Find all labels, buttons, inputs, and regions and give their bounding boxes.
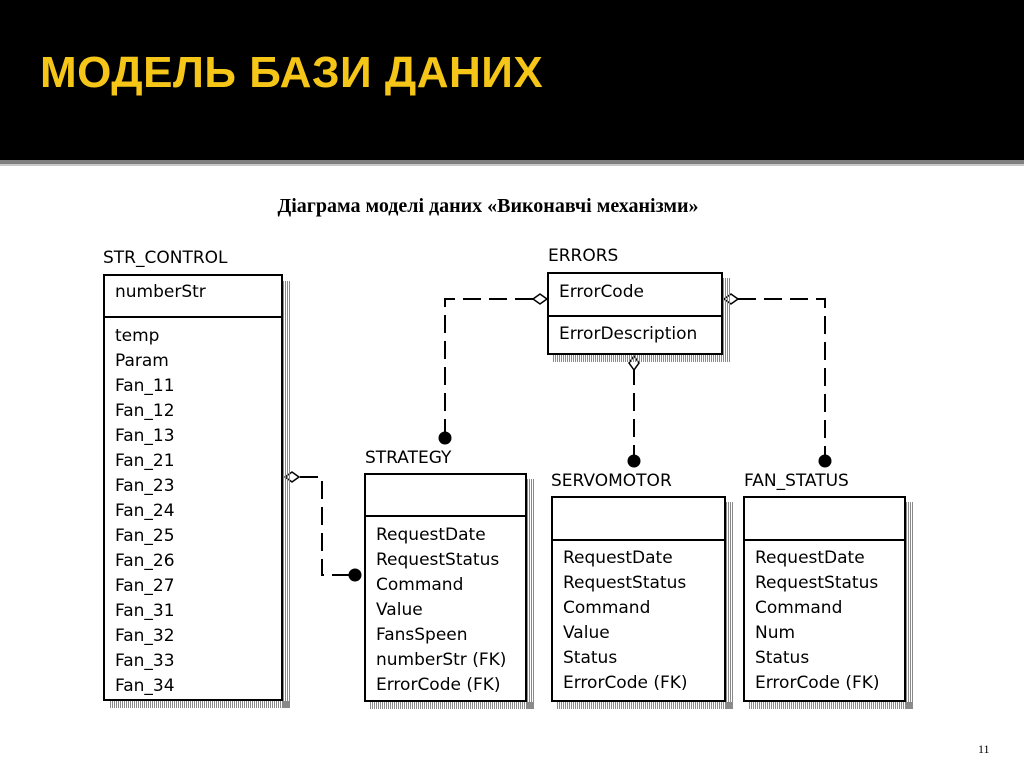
rel-errors-strategy bbox=[444, 298, 533, 432]
key-attr: ErrorCode bbox=[559, 282, 644, 302]
attribute: ErrorDescription bbox=[559, 324, 698, 344]
slide-title: МОДЕЛЬ БАЗИ ДАНИХ bbox=[40, 48, 544, 97]
diagram-caption: Діаграма моделі даних «Виконавчі механіз… bbox=[277, 195, 699, 217]
page-number: 11 bbox=[978, 742, 990, 756]
attribute: RequestDate bbox=[376, 525, 486, 545]
attribute: RequestStatus bbox=[755, 573, 879, 593]
entity-servomotor[interactable]: RequestDate RequestStatus Command Value … bbox=[551, 496, 733, 709]
attribute: Fan_21 bbox=[115, 451, 175, 471]
attribute-list: temp Param Fan_11 Fan_12 Fan_13 Fan_21 F… bbox=[115, 324, 277, 699]
attribute: Fan_13 bbox=[115, 426, 175, 446]
entity-name-fan-status: FAN_STATUS bbox=[744, 471, 849, 491]
attribute: Command bbox=[563, 598, 651, 618]
attribute-list: RequestDate RequestStatus Command Value … bbox=[563, 546, 720, 696]
attribute: Command bbox=[755, 598, 843, 618]
rel-errors-fan-status bbox=[738, 298, 826, 455]
attribute: Fan_25 bbox=[115, 526, 175, 546]
header-divider-light bbox=[0, 164, 1024, 166]
key-attr: numberStr bbox=[115, 282, 206, 302]
attribute: Fan_23 bbox=[115, 476, 175, 496]
attribute: Status bbox=[755, 648, 810, 668]
attribute-list: ErrorDescription bbox=[559, 322, 717, 347]
attribute: ErrorCode (FK) bbox=[376, 675, 501, 695]
attribute: Value bbox=[563, 623, 610, 643]
dot-fan-status-top bbox=[818, 454, 832, 468]
dot-strategy-left bbox=[348, 568, 362, 582]
attribute: Fan_26 bbox=[115, 551, 175, 571]
entity-name-strategy: STRATEGY bbox=[365, 448, 452, 468]
attribute: Num bbox=[755, 623, 796, 643]
attribute: Fan_32 bbox=[115, 626, 175, 646]
attribute: RequestDate bbox=[563, 548, 673, 568]
attribute: Fan_33 bbox=[115, 651, 175, 671]
attribute: Command bbox=[376, 575, 464, 595]
attribute: RequestStatus bbox=[376, 550, 500, 570]
attribute: ErrorCode (FK) bbox=[755, 673, 880, 693]
entity-name-servomotor: SERVOMOTOR bbox=[551, 471, 672, 491]
attribute: temp bbox=[115, 326, 160, 346]
attribute: Fan_31 bbox=[115, 601, 175, 621]
attribute: Value bbox=[376, 600, 423, 620]
attribute: Fan_24 bbox=[115, 501, 175, 521]
attribute: RequestStatus bbox=[563, 573, 687, 593]
attribute-list: RequestDate RequestStatus Command Num St… bbox=[755, 546, 900, 696]
attribute: Param bbox=[115, 351, 169, 371]
attribute: Status bbox=[563, 648, 618, 668]
slide-header: МОДЕЛЬ БАЗИ ДАНИХ bbox=[0, 0, 1024, 160]
entity-errors[interactable]: ErrorCode ErrorDescription bbox=[547, 272, 730, 362]
header-divider bbox=[0, 160, 1024, 164]
entity-str-control[interactable]: numberStr temp Param Fan_11 Fan_12 Fan_1… bbox=[103, 274, 290, 708]
entity-strategy[interactable]: RequestDate RequestStatus Command Value … bbox=[364, 473, 534, 709]
attribute: Fan_12 bbox=[115, 401, 175, 421]
rel-str-control-strategy bbox=[300, 476, 350, 576]
attribute: FansSpeen bbox=[376, 625, 468, 645]
attribute: ErrorCode (FK) bbox=[563, 673, 688, 693]
attribute: Fan_34 bbox=[115, 676, 175, 696]
attribute-list: RequestDate RequestStatus Command Value … bbox=[376, 523, 521, 698]
dot-servomotor-top bbox=[627, 454, 641, 468]
entity-fan-status[interactable]: RequestDate RequestStatus Command Num St… bbox=[743, 496, 913, 709]
diamond-errors-left bbox=[531, 293, 549, 305]
entity-name-errors: ERRORS bbox=[548, 246, 619, 266]
attribute: numberStr (FK) bbox=[376, 650, 507, 670]
attribute: RequestDate bbox=[755, 548, 865, 568]
dot-strategy-top bbox=[438, 431, 452, 445]
entity-name-str-control: STR_CONTROL bbox=[103, 248, 228, 268]
attribute: Fan_27 bbox=[115, 576, 175, 596]
attribute: Fan_11 bbox=[115, 376, 175, 396]
